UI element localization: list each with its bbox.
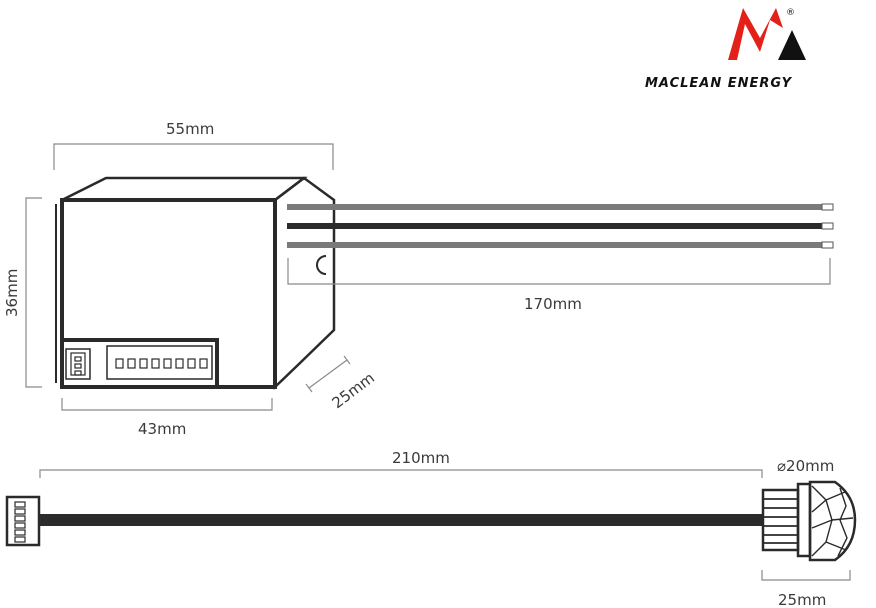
dip-switch-bank xyxy=(106,345,213,380)
label-sensor-length: 25mm xyxy=(778,591,826,608)
port-pin xyxy=(74,370,82,376)
sensor-collar xyxy=(796,482,812,558)
dim-bracket-55mm xyxy=(53,143,334,170)
module-side-notch xyxy=(316,255,327,275)
wire-tip xyxy=(821,222,834,230)
dip-pin xyxy=(187,358,196,369)
dim-tick xyxy=(305,383,313,393)
lens-facet xyxy=(825,541,847,551)
logo-m-shape xyxy=(728,8,783,60)
dip-pin xyxy=(199,358,208,369)
sensor-dome-lens xyxy=(808,480,857,562)
dim-bracket-36mm xyxy=(25,197,42,388)
dim-bracket-sensor xyxy=(761,570,851,581)
label-height-left: 36mm xyxy=(3,269,21,317)
port-pin xyxy=(74,356,82,362)
sensor-cable xyxy=(39,514,763,526)
brand-name: MACLEAN ENERGY xyxy=(645,76,793,91)
dim-bracket-43mm xyxy=(61,398,273,411)
plug-pin xyxy=(14,508,26,515)
plug-pin xyxy=(14,529,26,536)
label-cable-length: 210mm xyxy=(392,449,450,467)
maclean-logo: ® MACLEAN ENERGY xyxy=(645,8,806,91)
label-sensor-diameter: ⌀20mm xyxy=(777,457,834,475)
label-depth: 25mm xyxy=(329,369,378,412)
dip-pin xyxy=(175,358,184,369)
label-wire-length: 170mm xyxy=(524,295,582,313)
logo-registered-mark: ® xyxy=(786,8,795,18)
sensor-assembly xyxy=(5,480,857,562)
wire-tip xyxy=(821,241,834,249)
dip-pin xyxy=(151,358,160,369)
dip-pin xyxy=(139,358,148,369)
lens-facet xyxy=(811,485,828,513)
lens-facet xyxy=(837,487,848,557)
plug-pin xyxy=(14,522,26,529)
module-drawing xyxy=(55,176,336,390)
dip-pin xyxy=(163,358,172,369)
plug-pin xyxy=(14,501,26,508)
dim-tick xyxy=(343,355,351,365)
label-width-bottom: 43mm xyxy=(138,420,186,438)
dim-bracket-depth xyxy=(308,359,348,389)
dim-bracket-170mm xyxy=(287,258,831,285)
lens-facet xyxy=(831,517,854,521)
label-width-top: 55mm xyxy=(166,120,214,138)
connector-port xyxy=(65,348,91,380)
dim-bracket-210mm xyxy=(39,469,763,478)
lens-facet xyxy=(811,519,833,557)
port-pin xyxy=(74,363,82,369)
plug-pin xyxy=(14,536,26,543)
logo-triangle xyxy=(778,30,806,60)
plug-pin xyxy=(14,515,26,522)
terminal-block xyxy=(62,338,219,387)
wire-tip xyxy=(821,203,834,211)
dip-pin xyxy=(115,358,124,369)
dip-pin xyxy=(127,358,136,369)
dip-switch-pins xyxy=(74,356,208,376)
module-top-face xyxy=(61,176,308,202)
dimension-lines xyxy=(25,143,851,581)
output-wires xyxy=(287,203,834,249)
